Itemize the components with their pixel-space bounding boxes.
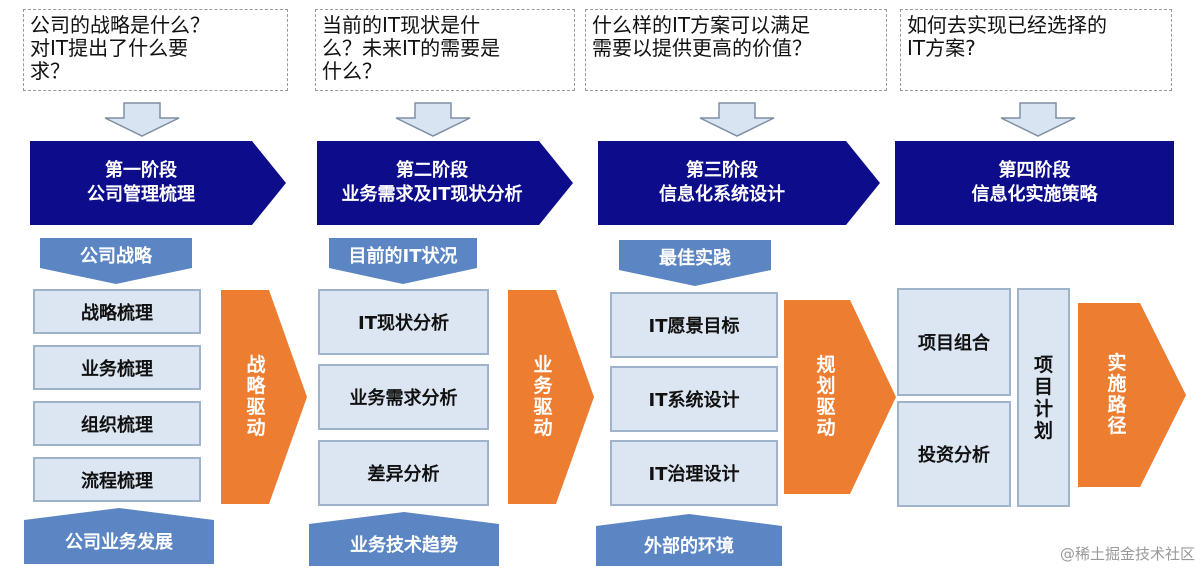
column-2-item: IT现状分析 bbox=[318, 289, 489, 355]
driver-3-label: 规划驱动 bbox=[816, 354, 836, 439]
down-arrow-icon bbox=[104, 102, 180, 137]
driver-3-label-wrap: 规划驱动 bbox=[784, 300, 868, 494]
driver-4-label-wrap: 实施路径 bbox=[1078, 303, 1156, 487]
column-3-item: IT愿景目标 bbox=[610, 292, 778, 358]
driver-4-label: 实施路径 bbox=[1107, 352, 1127, 437]
project-plan-label: 项目计划 bbox=[1033, 353, 1053, 442]
driver-arrow-4 bbox=[1078, 303, 1186, 487]
stage-2-title: 业务需求及IT现状分析 bbox=[341, 184, 523, 205]
column-3-item: IT系统设计 bbox=[610, 366, 778, 432]
question-box-1: 公司的战略是什么？ 对IT提出了什么要 求？ bbox=[23, 9, 288, 91]
stage-3-label: 第三阶段 信息化系统设计 bbox=[598, 141, 846, 225]
column-1-item: 战略梳理 bbox=[33, 289, 201, 334]
stage-3-number: 第三阶段 bbox=[686, 160, 758, 181]
driver-2-label-wrap: 业务驱动 bbox=[508, 290, 578, 504]
top-pill-1-label: 公司战略 bbox=[80, 246, 152, 267]
column-3-item: IT治理设计 bbox=[610, 440, 778, 506]
down-arrow-icon bbox=[699, 102, 775, 137]
column-2-item: 业务需求分析 bbox=[318, 364, 489, 430]
driver-arrow-2 bbox=[508, 290, 594, 504]
bottom-pill-3 bbox=[596, 514, 782, 566]
stage-2-label: 第二阶段 业务需求及IT现状分析 bbox=[317, 141, 547, 225]
stage-3-arrow bbox=[598, 141, 880, 225]
bottom-pill-1-label: 公司业务发展 bbox=[65, 532, 173, 553]
top-pill-3-label: 最佳实践 bbox=[659, 248, 731, 269]
watermark: @稀土掘金技术社区 bbox=[1059, 545, 1195, 563]
stage-1-arrow bbox=[30, 141, 286, 225]
question-box-3: 什么样的IT方案可以满足 需要以提供更高的价值？ bbox=[585, 9, 887, 91]
stage-1-title: 公司管理梳理 bbox=[87, 184, 195, 205]
column-2-item: 差异分析 bbox=[318, 440, 489, 506]
column-1-item: 业务梳理 bbox=[33, 345, 201, 390]
stage-4-number: 第四阶段 bbox=[998, 160, 1071, 181]
top-pill-1 bbox=[40, 238, 192, 284]
top-pill-2-label: 目前的IT状况 bbox=[348, 246, 458, 267]
stage-2-arrow bbox=[317, 141, 573, 225]
bottom-pill-1 bbox=[24, 508, 214, 564]
bottom-pill-3-label: 外部的环境 bbox=[644, 536, 734, 557]
down-arrow-icon bbox=[1000, 102, 1076, 137]
column-1-item: 组织梳理 bbox=[33, 401, 201, 446]
stage-1-label: 第一阶段 公司管理梳理 bbox=[30, 141, 252, 225]
driver-arrow-1 bbox=[221, 290, 307, 504]
driver-1-label: 战略驱动 bbox=[246, 354, 266, 439]
question-box-2: 当前的IT现状是什 么？未来IT的需要是 什么？ bbox=[315, 9, 575, 91]
question-box-4: 如何去实现已经选择的 IT方案? bbox=[900, 9, 1172, 91]
down-arrow-icon bbox=[395, 102, 471, 137]
stage-1-number: 第一阶段 bbox=[105, 160, 177, 181]
stage-4-block: 第四阶段 信息化实施策略 bbox=[895, 141, 1174, 225]
stage-4-title: 信息化实施策略 bbox=[971, 184, 1098, 205]
column-4-item: 项目组合 bbox=[897, 288, 1011, 396]
top-pill-3 bbox=[619, 240, 771, 286]
driver-1-label-wrap: 战略驱动 bbox=[221, 290, 291, 504]
project-plan-box: 项目计划 bbox=[1017, 288, 1070, 507]
stage-3-title: 信息化系统设计 bbox=[659, 184, 785, 205]
driver-arrow-3 bbox=[784, 300, 896, 494]
column-4-item: 投资分析 bbox=[897, 401, 1011, 507]
bottom-pill-2-label: 业务技术趋势 bbox=[350, 535, 458, 556]
column-1-item: 流程梳理 bbox=[33, 457, 201, 502]
top-pill-2 bbox=[329, 238, 477, 284]
bottom-pill-2 bbox=[309, 512, 499, 566]
driver-2-label: 业务驱动 bbox=[533, 354, 553, 439]
stage-2-number: 第二阶段 bbox=[396, 160, 468, 181]
